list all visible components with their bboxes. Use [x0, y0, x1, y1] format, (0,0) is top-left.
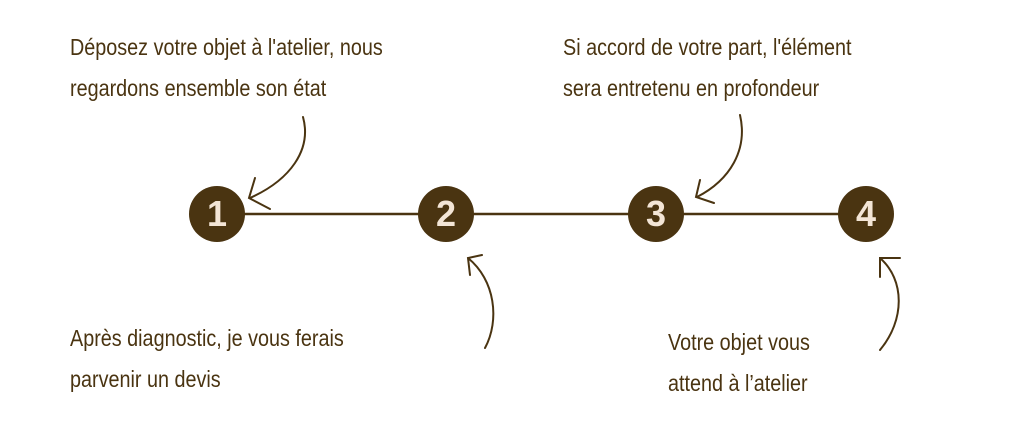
step-4-line-1: Votre objet vous [668, 329, 810, 355]
step-2-line-1: Après diagnostic, je vous ferais [70, 325, 344, 351]
step-4-badge: 4 [838, 186, 894, 242]
arrow-step-1 [247, 116, 306, 210]
step-3-badge: 3 [628, 186, 684, 242]
arrow-step-4 [879, 257, 901, 351]
step-2-badge: 2 [418, 186, 474, 242]
step-2-text: Après diagnostic, je vous ferais parveni… [70, 318, 344, 400]
step-3-line-1: Si accord de votre part, l'élément [563, 34, 852, 60]
step-3-text: Si accord de votre part, l'élément sera … [563, 27, 852, 109]
step-2-line-2: parvenir un devis [70, 366, 221, 392]
step-3-line-2: sera entretenu en profondeur [563, 75, 820, 101]
step-1-badge: 1 [189, 186, 245, 242]
step-4-line-2: attend à l’atelier [668, 370, 808, 396]
step-1-line-2: regardons ensemble son état [70, 75, 327, 101]
step-4-text: Votre objet vous attend à l’atelier [668, 322, 810, 404]
step-1-line-1: Déposez votre objet à l'atelier, nous [70, 34, 383, 60]
arrow-step-2 [466, 254, 495, 349]
step-1-text: Déposez votre objet à l'atelier, nous re… [70, 27, 383, 109]
arrow-step-3 [694, 114, 743, 204]
